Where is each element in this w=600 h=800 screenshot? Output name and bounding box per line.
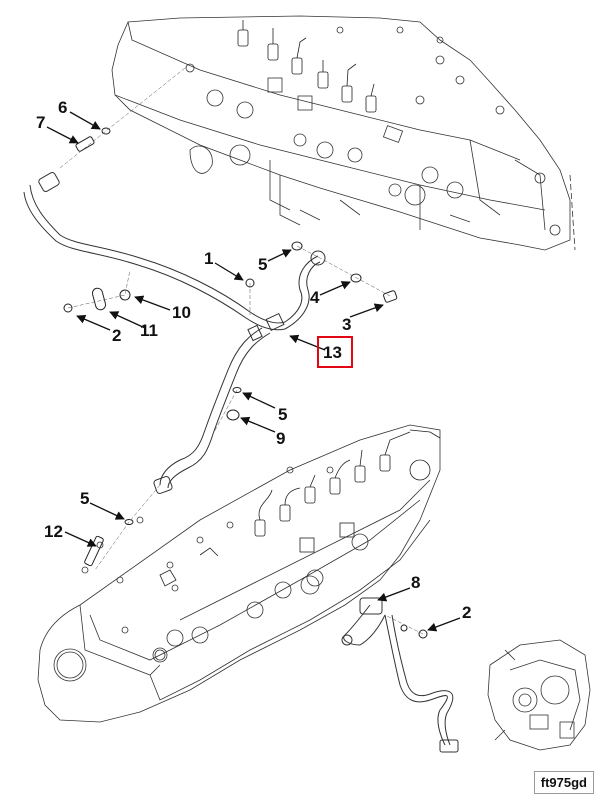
high-pressure-line bbox=[341, 597, 459, 753]
callout-2-right: 2 bbox=[462, 603, 472, 622]
callout-5-middle: 5 bbox=[278, 405, 288, 424]
callout-5-upper: 5 bbox=[258, 255, 268, 274]
callout-7: 7 bbox=[36, 113, 46, 132]
callout-5-lower: 5 bbox=[80, 489, 90, 508]
callout-8: 8 bbox=[411, 573, 421, 592]
callout-4: 4 bbox=[310, 288, 320, 307]
highlight-box bbox=[317, 336, 353, 368]
fuel-pump bbox=[487, 639, 591, 751]
figure-id-label: ft975gd bbox=[533, 771, 594, 794]
callout-3: 3 bbox=[342, 315, 352, 334]
small-parts bbox=[63, 127, 428, 639]
callout-1: 1 bbox=[204, 249, 214, 268]
callout-11: 11 bbox=[140, 321, 158, 340]
callout-2-left: 2 bbox=[112, 326, 122, 345]
callout-9: 9 bbox=[276, 429, 286, 448]
callout-leaders bbox=[46, 111, 461, 632]
upper-engine-block bbox=[111, 15, 576, 251]
callout-6: 6 bbox=[58, 98, 68, 117]
lower-engine-block bbox=[37, 424, 441, 723]
callout-13[interactable]: 13 bbox=[323, 343, 342, 362]
callout-12: 12 bbox=[44, 522, 63, 541]
callout-10: 10 bbox=[172, 303, 191, 322]
assembly-lines bbox=[59, 67, 424, 635]
